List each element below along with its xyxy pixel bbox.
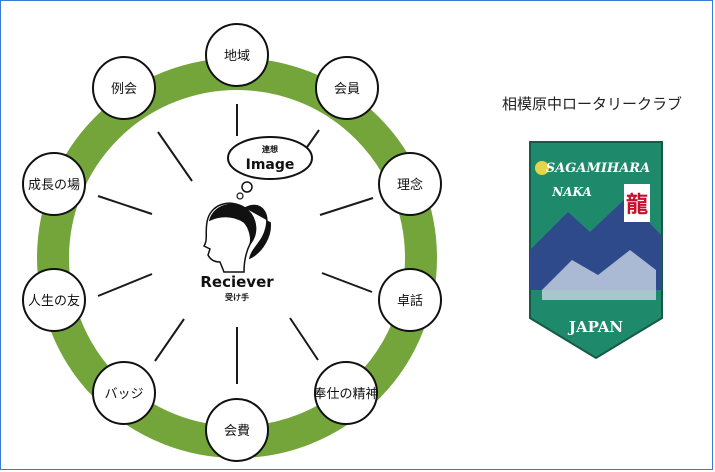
thought-bubble-shape [227, 136, 313, 180]
rotary-wheel-icon [535, 161, 549, 175]
node-circle [22, 152, 86, 216]
node-label-takuwa: 卓話 [397, 293, 423, 309]
connector-line [154, 318, 185, 362]
node-reikai: 例会 [92, 56, 156, 120]
woman-head-icon [202, 202, 271, 273]
receiver-sublabel: 受け手 [225, 292, 249, 302]
pennant-top-text-1: SAGAMIHARA [546, 161, 650, 176]
bubble-small-label: 連想 [262, 144, 278, 154]
node-kaihi: 会費 [205, 398, 269, 462]
thought-dot [241, 181, 253, 193]
node-circle [92, 56, 156, 120]
node-circle [378, 152, 442, 216]
node-houshi: 奉仕の精神 [313, 361, 379, 425]
node-label-seicho: 成長の場 [28, 178, 80, 193]
node-label-reikai: 例会 [111, 82, 137, 97]
bubble-main-label: Image [246, 157, 295, 173]
connector-line [319, 197, 374, 216]
node-label-badge: バッジ [104, 387, 143, 402]
receiver-label: Reciever [200, 273, 274, 291]
thought-dot [236, 192, 244, 200]
connector-line [97, 273, 153, 297]
connector-line [97, 195, 153, 215]
club-pennant: 龍 SAGAMIHARA NAKA JAPAN [529, 141, 663, 360]
node-label-kaiin: 会員 [334, 82, 360, 97]
association-diagram: 地域 会員 理念 卓話 奉仕の精神 会費 バッジ 人生の友 成長の場 例会 [22, 23, 442, 462]
kanji-panel [624, 184, 650, 222]
node-jinsei: 人生の友 [22, 268, 86, 332]
connector-line [321, 272, 373, 293]
connector-line [157, 131, 193, 182]
node-kaiin: 会員 [315, 56, 379, 120]
pennant-kanji: 龍 [626, 192, 648, 218]
node-chiiki: 地域 [205, 23, 269, 87]
club-name: 相模原中ロータリークラブ [502, 95, 683, 113]
pennant-lake [542, 250, 656, 300]
node-circle [315, 56, 379, 120]
node-circle [22, 268, 86, 332]
node-label-kaihi: 会費 [224, 424, 250, 439]
node-circle [378, 268, 442, 332]
node-label-rinen: 理念 [397, 177, 423, 193]
thought-bubble: 連想 Image [227, 136, 313, 200]
node-badge: バッジ [92, 361, 156, 425]
node-label-chiiki: 地域 [224, 49, 250, 64]
node-seicho: 成長の場 [22, 152, 86, 216]
node-circle [205, 398, 269, 462]
connector-line [289, 317, 319, 361]
node-circle [92, 361, 156, 425]
pennant-top-text-2: NAKA [551, 185, 592, 199]
node-circle [314, 361, 378, 425]
node-takuwa: 卓話 [378, 268, 442, 332]
node-rinen: 理念 [378, 152, 442, 216]
node-label-houshi: 奉仕の精神 [313, 387, 378, 402]
pennant-bottom-text: JAPAN [567, 318, 624, 336]
node-label-jinsei: 人生の友 [28, 293, 80, 309]
node-circle [205, 23, 269, 87]
